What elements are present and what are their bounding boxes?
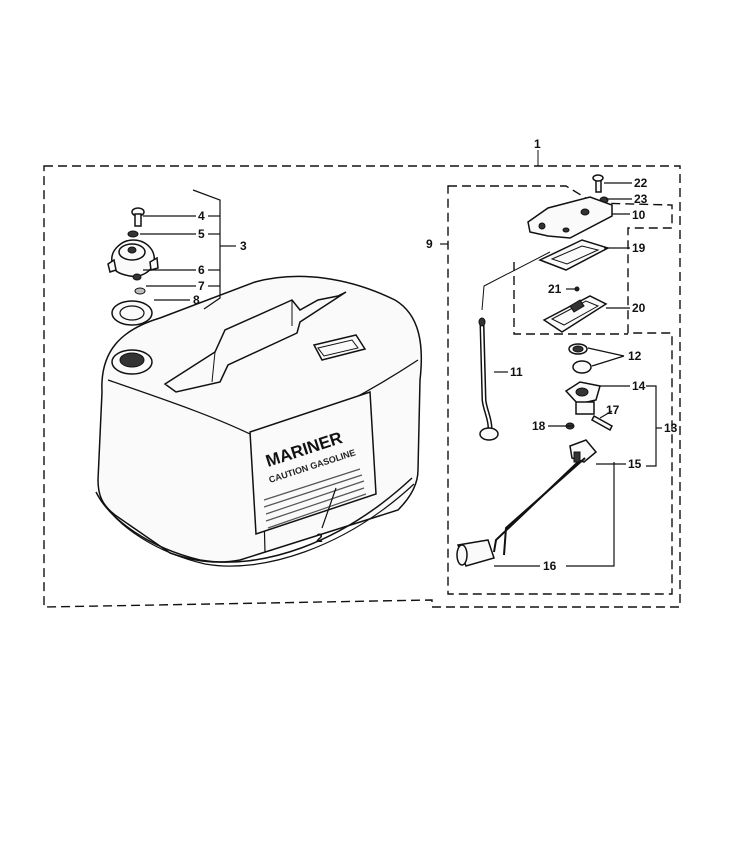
callout-15: 15 [628,457,642,471]
callout-14: 14 [632,379,646,393]
callout-18: 18 [532,419,546,433]
callout-16: 16 [543,559,557,573]
vent-screw [131,207,145,227]
callout-19: 19 [632,241,646,255]
leader-lines [140,182,662,567]
gasket-19 [538,239,610,271]
callout-9: 9 [426,237,433,251]
callout-20: 20 [632,301,646,315]
callout-1: 1 [534,137,541,151]
callout-5: 5 [198,227,205,241]
plate-20 [542,295,608,333]
callout-7: 7 [198,279,205,293]
sending-unit-parts [456,174,613,567]
callout-8: 8 [193,293,200,307]
callout-23: 23 [634,192,648,206]
fuel-cap-assembly [107,207,159,326]
bracket-10 [527,196,613,239]
fuel-tank: MARINER CAUTION GASOLINE [95,275,423,567]
callout-11: 11 [510,365,523,379]
float-arm [456,457,586,567]
tank-decal [249,390,377,536]
pin-17 [591,414,613,432]
cap-gasket [111,300,153,326]
callout-6: 6 [198,263,205,277]
callout-13: 13 [664,421,678,435]
grommet-lower [572,360,592,374]
callout-22: 22 [634,176,648,190]
sending-unit-boundary [447,185,673,595]
decal-fine-print [263,468,367,529]
screw-22 [592,174,604,193]
callout-3: 3 [240,239,247,253]
cap-spring [132,273,142,281]
cap-retainer [134,287,146,295]
pickup-tube [478,251,551,441]
callout-17: 17 [606,403,620,417]
fuel-cap [107,239,159,278]
callout-labels: 1 2 3 4 5 6 7 8 9 10 11 12 13 14 15 16 1… [193,137,678,573]
assembly-boundary [43,150,681,608]
callout-21: 21 [548,282,562,296]
callout-12: 12 [628,349,642,363]
washer [127,230,139,238]
callout-4: 4 [198,209,205,223]
callout-10: 10 [632,208,646,222]
gauge-housing [564,381,601,415]
callout-2: 2 [316,531,323,545]
